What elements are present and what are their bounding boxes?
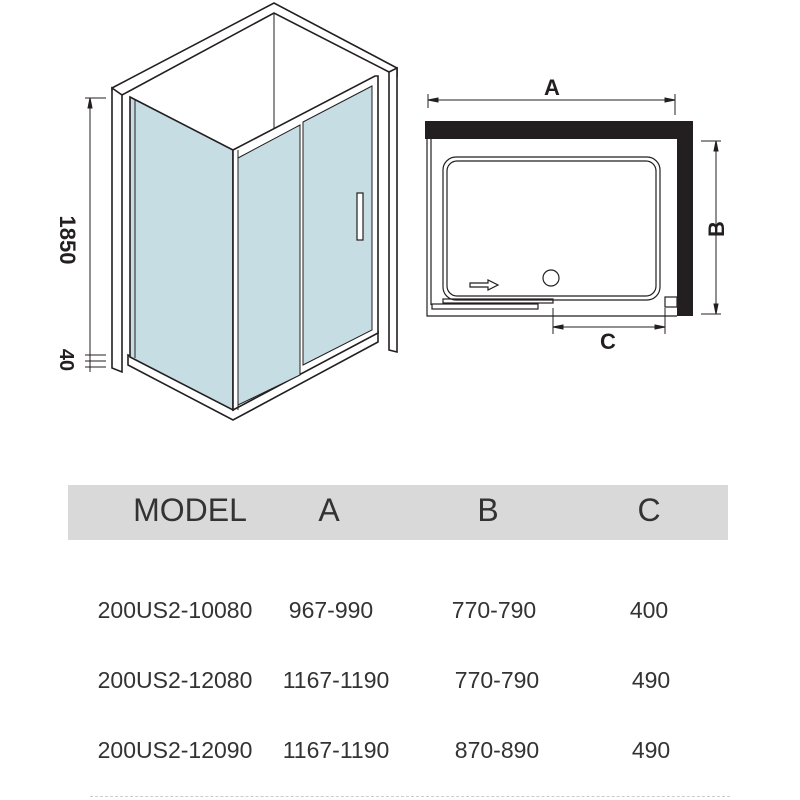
cell-c: 490	[631, 737, 671, 763]
dimension-c-label: C	[600, 329, 616, 354]
header-c: C	[637, 492, 661, 528]
header-a: A	[318, 492, 340, 528]
dimension-a-label: A	[544, 75, 560, 100]
cell-c: 490	[631, 667, 671, 693]
cell-model: 200US2-10080	[97, 597, 253, 623]
cell-b: 770-790	[454, 667, 540, 693]
cell-model: 200US2-12090	[97, 737, 253, 763]
wall-right-post	[388, 66, 398, 354]
sliding-rail-outer	[442, 298, 554, 304]
slide-direction-arrow-icon	[469, 279, 500, 291]
cell-a: 1167-1190	[282, 667, 390, 693]
front-glass-door	[302, 85, 373, 366]
shower-tray	[442, 156, 661, 301]
height-dimension	[85, 97, 106, 372]
table-header-band	[68, 485, 728, 540]
base-height-label: 40	[55, 349, 77, 371]
plan-view	[425, 94, 721, 334]
front-glass-fixed	[237, 124, 301, 406]
cell-a: 1167-1190	[282, 737, 390, 763]
door-handle	[356, 192, 364, 241]
drain-icon	[542, 269, 560, 287]
left-glass-panel	[129, 95, 234, 412]
cell-b: 870-890	[454, 737, 540, 763]
cell-c: 400	[629, 597, 669, 623]
header-b: B	[477, 492, 499, 528]
height-label: 1850	[55, 216, 80, 265]
cell-a: 967-990	[288, 597, 374, 623]
dimension-b-label: B	[704, 221, 729, 237]
wall-back	[425, 121, 693, 139]
end-stop	[664, 296, 678, 308]
wall-top	[111, 2, 398, 96]
dimension-lines	[427, 94, 721, 334]
cell-b: 770-790	[451, 597, 537, 623]
wall-left-post	[111, 86, 123, 374]
header-model: MODEL	[133, 492, 247, 528]
isometric-view	[85, 2, 398, 421]
wall-side	[677, 121, 693, 316]
table-bottom-divider	[90, 796, 730, 797]
sliding-rail-inner	[431, 303, 539, 310]
cell-model: 200US2-12080	[97, 667, 253, 693]
